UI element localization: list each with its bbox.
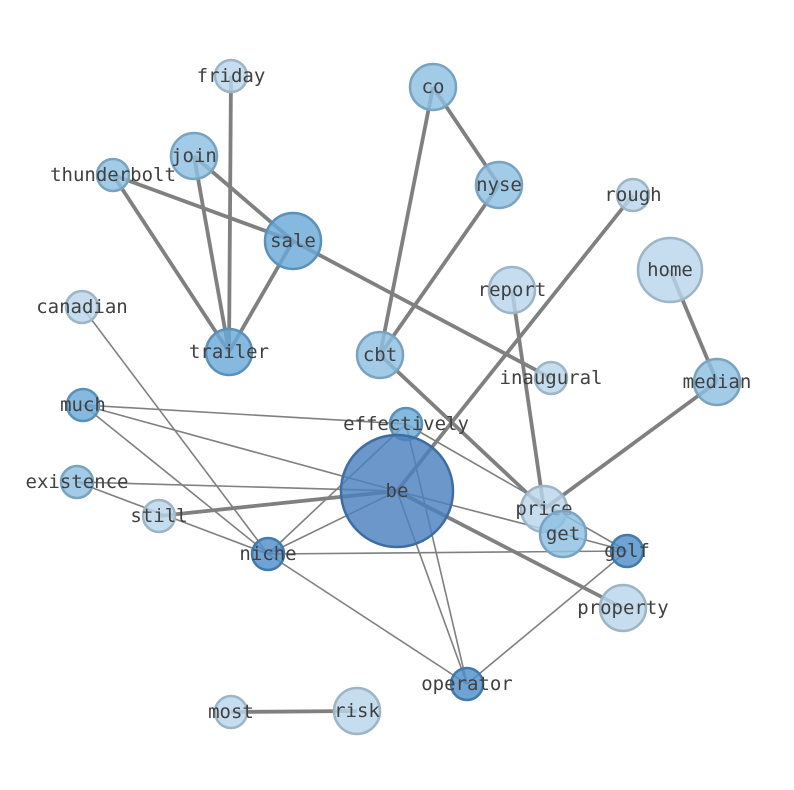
node-label-thunderbolt: thunderbolt — [50, 164, 176, 186]
edge-much-niche — [82, 404, 269, 555]
node-most[interactable]: most — [208, 694, 254, 730]
node-label-sale: sale — [270, 230, 316, 252]
node-circle-operator[interactable] — [449, 666, 485, 702]
node-cbt[interactable]: cbt — [355, 330, 405, 380]
node-circle-trailer[interactable] — [204, 327, 254, 377]
node-label-canadian: canadian — [36, 296, 128, 318]
node-circle-sale[interactable] — [263, 211, 323, 271]
node-label-still: still — [130, 505, 187, 527]
node-be[interactable]: be — [339, 433, 455, 549]
node-circle-existence[interactable] — [59, 464, 95, 500]
edge-median-price — [542, 380, 719, 511]
node-circle-canadian[interactable] — [64, 289, 100, 325]
node-circle-co[interactable] — [408, 62, 458, 112]
edge-niche-operator — [267, 553, 468, 685]
node-circle-thunderbolt[interactable] — [95, 157, 131, 193]
node-sale[interactable]: sale — [263, 211, 323, 271]
node-trailer[interactable]: trailer — [189, 327, 269, 377]
node-circle-rough[interactable] — [615, 177, 651, 213]
node-circle-most[interactable] — [213, 694, 249, 730]
node-label-cbt: cbt — [363, 344, 397, 366]
node-circle-join[interactable] — [169, 131, 219, 181]
node-circle-golf[interactable] — [609, 533, 645, 569]
node-circle-nyse[interactable] — [474, 160, 524, 210]
edge-thunderbolt-sale — [112, 173, 294, 243]
node-circle-inaugural[interactable] — [533, 360, 569, 396]
node-much[interactable]: much — [60, 387, 106, 423]
node-home[interactable]: home — [636, 236, 704, 304]
node-canadian[interactable]: canadian — [36, 289, 128, 325]
node-label-risk: risk — [334, 700, 380, 722]
node-label-property: property — [577, 597, 669, 619]
node-circle-median[interactable] — [692, 357, 742, 407]
node-circle-friday[interactable] — [213, 58, 249, 94]
node-co[interactable]: co — [408, 62, 458, 112]
node-nyse[interactable]: nyse — [474, 160, 524, 210]
edge-effectively-golf — [405, 423, 628, 552]
node-effectively[interactable]: effectively — [343, 406, 469, 442]
node-label-inaugural: inaugural — [500, 367, 603, 389]
node-median[interactable]: median — [683, 357, 752, 407]
node-circle-home[interactable] — [636, 236, 704, 304]
node-property[interactable]: property — [577, 583, 669, 633]
edge-nyse-cbt — [378, 183, 501, 357]
node-label-operator: operator — [421, 673, 513, 695]
node-label-report: report — [478, 279, 547, 301]
node-label-existence: existence — [26, 471, 129, 493]
node-circle-report[interactable] — [487, 265, 537, 315]
node-circle-property[interactable] — [598, 583, 648, 633]
node-report[interactable]: report — [478, 265, 547, 315]
edge-report-price — [510, 289, 546, 510]
node-get[interactable]: get — [538, 509, 588, 559]
node-label-rough: rough — [604, 184, 661, 206]
node-circle-cbt[interactable] — [355, 330, 405, 380]
node-friday[interactable]: friday — [197, 58, 266, 94]
node-label-nyse: nyse — [476, 174, 522, 196]
node-niche[interactable]: niche — [239, 536, 297, 572]
edge-thunderbolt-trailer — [111, 173, 231, 354]
node-join[interactable]: join — [169, 131, 219, 181]
node-label-much: much — [60, 394, 106, 416]
edge-friday-trailer — [227, 75, 233, 353]
edge-golf-operator — [466, 550, 628, 685]
node-circle-still[interactable] — [141, 498, 177, 534]
node-label-co: co — [422, 76, 445, 98]
node-label-friday: friday — [197, 65, 266, 87]
node-operator[interactable]: operator — [421, 666, 513, 702]
node-label-be: be — [386, 480, 409, 502]
node-label-median: median — [683, 371, 752, 393]
node-label-trailer: trailer — [189, 341, 269, 363]
node-circle-get[interactable] — [538, 509, 588, 559]
node-golf[interactable]: golf — [604, 533, 650, 569]
node-still[interactable]: still — [130, 498, 188, 534]
node-label-home: home — [647, 259, 693, 281]
node-thunderbolt[interactable]: thunderbolt — [50, 157, 176, 193]
node-label-get: get — [546, 523, 580, 545]
node-label-most: most — [208, 701, 254, 723]
node-circle-risk[interactable] — [332, 686, 382, 736]
node-label-effectively: effectively — [343, 413, 469, 435]
node-inaugural[interactable]: inaugural — [500, 360, 603, 396]
node-circle-much[interactable] — [65, 387, 101, 423]
node-circle-niche[interactable] — [250, 536, 286, 572]
node-existence[interactable]: existence — [26, 464, 129, 500]
node-circle-be[interactable] — [339, 433, 455, 549]
node-rough[interactable]: rough — [604, 177, 662, 213]
node-risk[interactable]: risk — [332, 686, 382, 736]
node-label-niche: niche — [239, 543, 296, 565]
edge-much-effectively — [82, 404, 407, 425]
node-label-join: join — [171, 145, 217, 167]
edge-sale-inaugural — [292, 239, 552, 380]
edge-co-cbt — [378, 86, 435, 356]
edge-cbt-price — [378, 353, 546, 511]
node-label-golf: golf — [604, 540, 650, 562]
edge-join-trailer — [192, 155, 231, 353]
